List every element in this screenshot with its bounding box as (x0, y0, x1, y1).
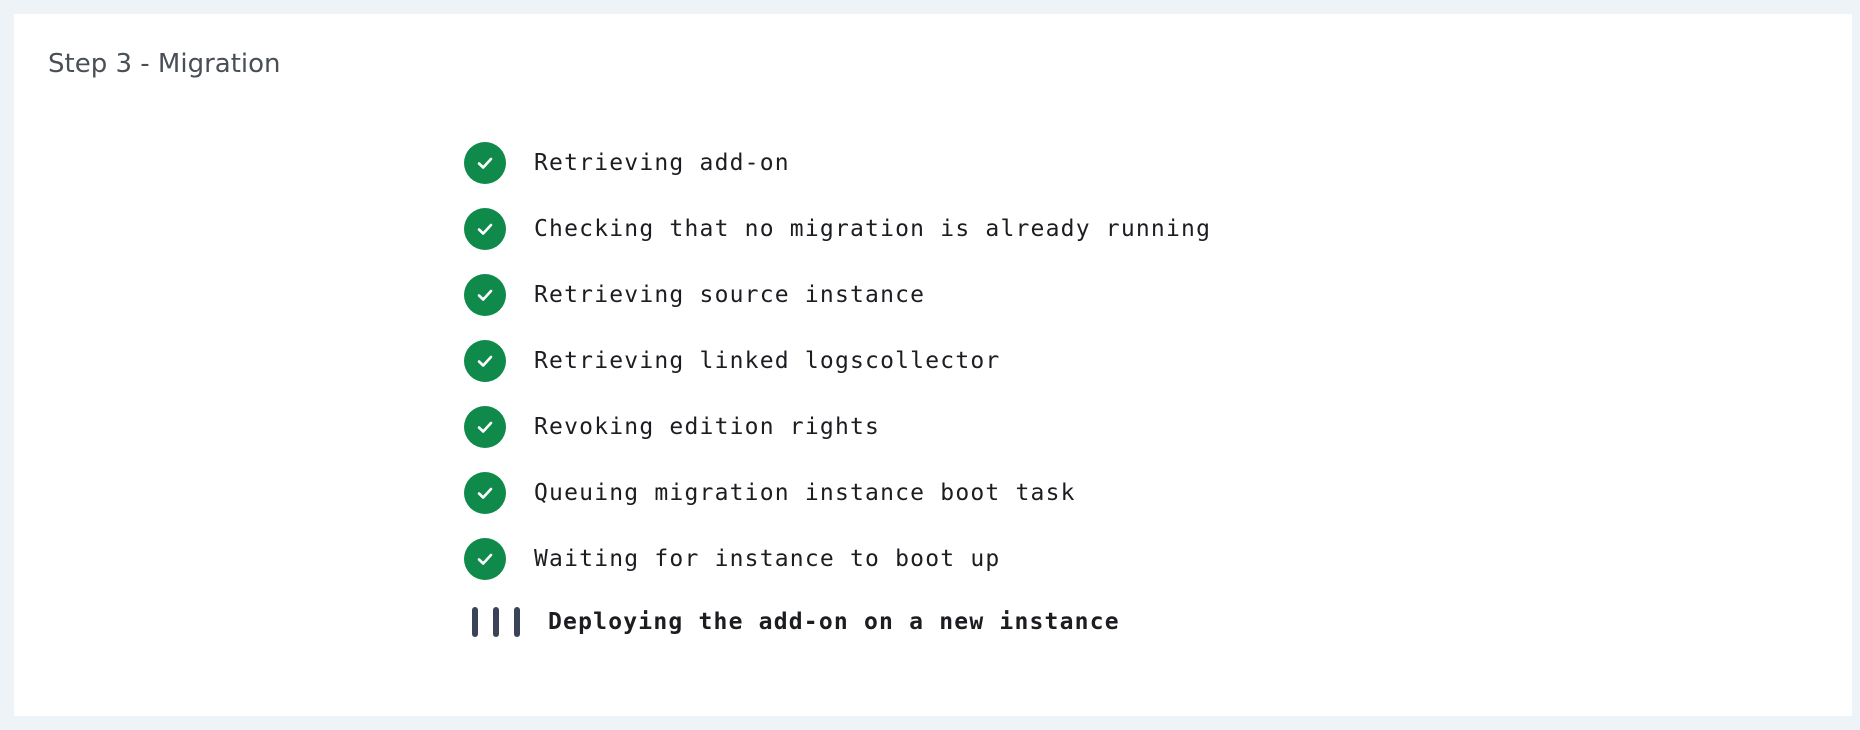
step-item: Queuing migration instance boot task (464, 460, 1211, 526)
step-label: Retrieving source instance (534, 282, 926, 308)
step-item: Revoking edition rights (464, 394, 1211, 460)
step-item: Checking that no migration is already ru… (464, 196, 1211, 262)
step-label: Waiting for instance to boot up (534, 546, 1001, 572)
step-label: Deploying the add-on on a new instance (548, 609, 1120, 635)
check-circle-icon (464, 274, 506, 316)
step-item-in-progress: Deploying the add-on on a new instance (464, 592, 1211, 652)
migration-steps-list: Retrieving add-on Checking that no migra… (464, 130, 1211, 652)
step-item: Retrieving linked logscollector (464, 328, 1211, 394)
step-item: Retrieving add-on (464, 130, 1211, 196)
step-label: Retrieving add-on (534, 150, 790, 176)
check-circle-icon (464, 472, 506, 514)
panel-title: Step 3 - Migration (48, 49, 281, 79)
migration-panel: Step 3 - Migration Retrieving add-on Che… (14, 14, 1852, 716)
check-circle-icon (464, 208, 506, 250)
loading-bar (472, 607, 478, 637)
step-label: Revoking edition rights (534, 414, 881, 440)
check-circle-icon (464, 340, 506, 382)
check-circle-icon (464, 538, 506, 580)
step-item: Waiting for instance to boot up (464, 526, 1211, 592)
check-circle-icon (464, 142, 506, 184)
check-circle-icon (464, 406, 506, 448)
step-item: Retrieving source instance (464, 262, 1211, 328)
loading-bars-icon (472, 601, 520, 643)
step-label: Checking that no migration is already ru… (534, 216, 1212, 242)
step-label: Queuing migration instance boot task (534, 480, 1076, 506)
loading-bar (514, 607, 520, 637)
loading-bar (493, 607, 499, 637)
step-label: Retrieving linked logscollector (534, 348, 1001, 374)
